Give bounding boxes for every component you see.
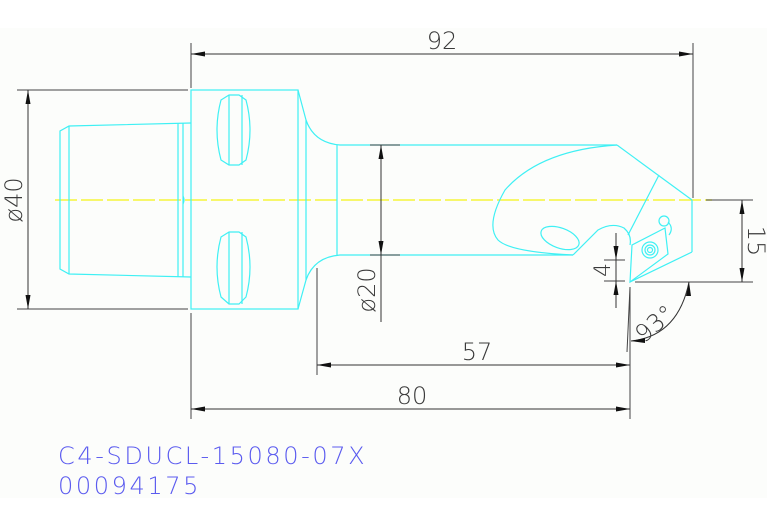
dim-label-57: 57 [462, 338, 493, 366]
shank [305, 119, 617, 281]
dim-label-15: 15 [742, 226, 767, 257]
model-designation: C4-SDUCL-15080-07X [58, 442, 368, 470]
dimension-57: 57 [316, 268, 630, 375]
drawing-canvas: 92 ø40 ø20 57 [0, 28, 767, 498]
tool-holder-drawing: 92 ø40 ø20 57 [0, 28, 767, 419]
flange [190, 89, 307, 310]
dim-label-dia20: ø20 [353, 267, 381, 312]
dimension-15: 15 [635, 199, 767, 283]
dimension-4: 4 [591, 233, 625, 308]
coupling-taper [59, 122, 192, 278]
dim-label-80: 80 [397, 382, 428, 410]
dimension-angle-93: 93° [626, 281, 691, 353]
dimension-dia20: ø20 [353, 144, 400, 322]
dimension-80: 80 [190, 287, 631, 419]
part-number: 00094175 [58, 472, 201, 500]
dimension-92: 92 [190, 28, 694, 198]
tool-head [492, 144, 693, 284]
dim-label-4: 4 [591, 263, 616, 277]
dim-label-dia40: ø40 [0, 177, 28, 222]
dim-label-92: 92 [427, 28, 458, 55]
dimension-dia40: ø40 [0, 89, 188, 310]
